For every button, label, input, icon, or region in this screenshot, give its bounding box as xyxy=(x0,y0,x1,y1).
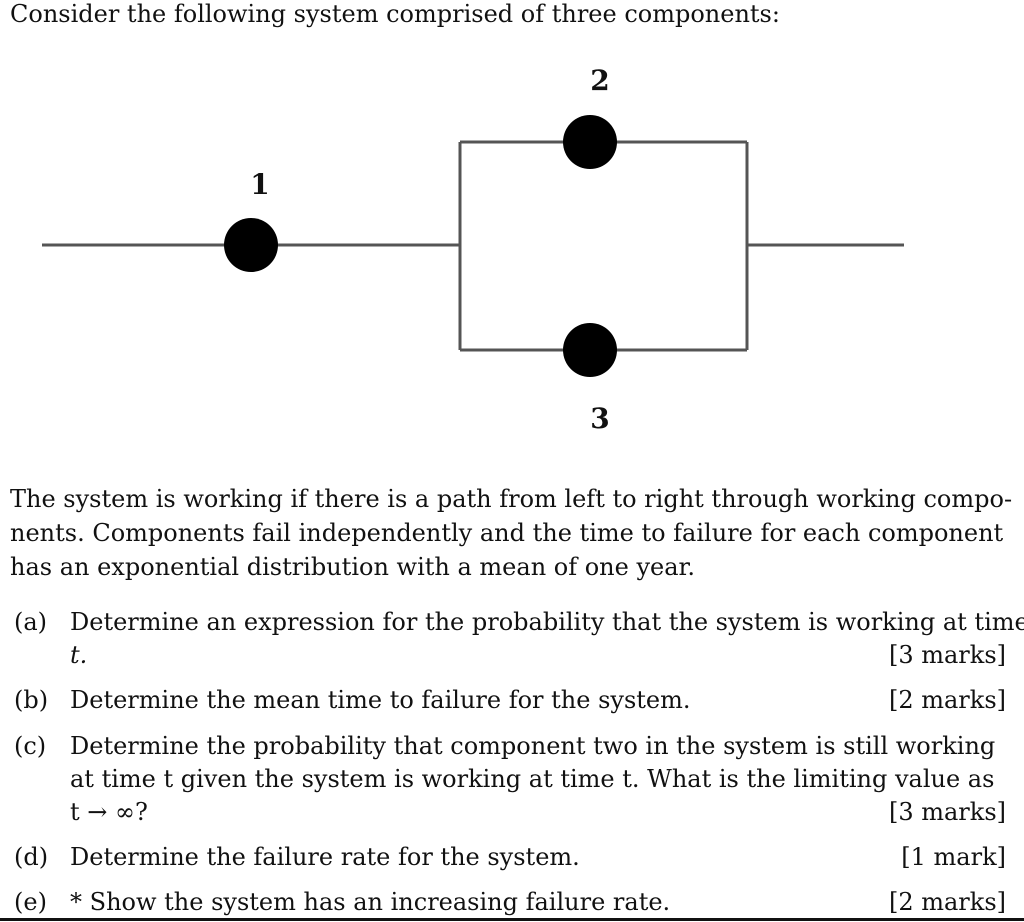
component-2-label: 2 xyxy=(590,64,609,97)
question-text: Determine the mean time to failure for t… xyxy=(70,686,691,714)
component-1-label: 1 xyxy=(250,168,269,201)
question-a: (a) Determine an expression for the prob… xyxy=(14,606,1024,672)
page-bottom-rule xyxy=(0,918,1024,921)
component-3-node xyxy=(563,323,617,377)
question-body: Determine the mean time to failure for t… xyxy=(70,684,1006,717)
question-label: (b) xyxy=(14,686,49,714)
question-body: * Show the system has an increasing fail… xyxy=(70,886,1006,919)
question-line: t → ∞? [3 marks] xyxy=(70,796,1006,829)
diagram-wires xyxy=(42,140,904,352)
component-3-label: 3 xyxy=(590,402,609,435)
component-1-node xyxy=(224,218,278,272)
problem-paragraph: The system is working if there is a path… xyxy=(10,482,1012,584)
paragraph-line: nents. Components fail independently and… xyxy=(10,516,1006,550)
question-line: Determine the failure rate for the syste… xyxy=(70,841,1006,874)
question-line: Determine an expression for the probabil… xyxy=(70,606,1024,639)
paragraph-line: The system is working if there is a path… xyxy=(10,482,1012,516)
question-body: Determine the probability that component… xyxy=(70,730,1006,829)
question-label: (a) xyxy=(14,608,48,636)
question-label: (e) xyxy=(14,888,47,916)
question-body: Determine an expression for the probabil… xyxy=(70,606,1024,672)
question-text: t → ∞? xyxy=(70,798,148,826)
paragraph-line: has an exponential distribution with a m… xyxy=(10,553,696,581)
question-label: (d) xyxy=(14,843,49,871)
question-e: (e) * Show the system has an increasing … xyxy=(14,886,1006,919)
question-b: (b) Determine the mean time to failure f… xyxy=(14,684,1006,717)
question-label: (c) xyxy=(14,732,47,760)
system-diagram: 1 2 3 xyxy=(42,64,904,435)
question-line: at time t given the system is working at… xyxy=(70,763,1006,796)
question-text: * Show the system has an increasing fail… xyxy=(70,888,671,916)
question-line: Determine the probability that component… xyxy=(70,730,1006,763)
question-line: t. [3 marks] xyxy=(70,639,1006,672)
marks-badge: [2 marks] xyxy=(888,686,1006,714)
question-body: Determine the failure rate for the syste… xyxy=(70,841,1006,874)
question-d: (d) Determine the failure rate for the s… xyxy=(14,841,1006,874)
question-text: at time t given the system is working at… xyxy=(70,765,995,793)
marks-badge: [1 mark] xyxy=(901,843,1006,871)
question-line: * Show the system has an increasing fail… xyxy=(70,886,1006,919)
question-text: Determine the probability that component… xyxy=(70,732,996,760)
question-text: Determine the failure rate for the syste… xyxy=(70,843,580,871)
marks-badge: [2 marks] xyxy=(888,888,1006,916)
question-c: (c) Determine the probability that compo… xyxy=(14,730,1006,829)
marks-badge: [3 marks] xyxy=(888,641,1006,669)
intro-text: Consider the following system comprised … xyxy=(10,0,780,28)
component-2-node xyxy=(563,115,617,169)
paragraph-line-text: nents. Components fail independently and… xyxy=(10,519,1004,547)
question-text: Determine an expression for the probabil… xyxy=(70,608,1024,636)
paragraph-line-text: The system is working if there is a path… xyxy=(10,485,1013,513)
marks-badge: [3 marks] xyxy=(888,798,1006,826)
question-text: t. xyxy=(70,641,88,669)
question-line: Determine the mean time to failure for t… xyxy=(70,684,1006,717)
